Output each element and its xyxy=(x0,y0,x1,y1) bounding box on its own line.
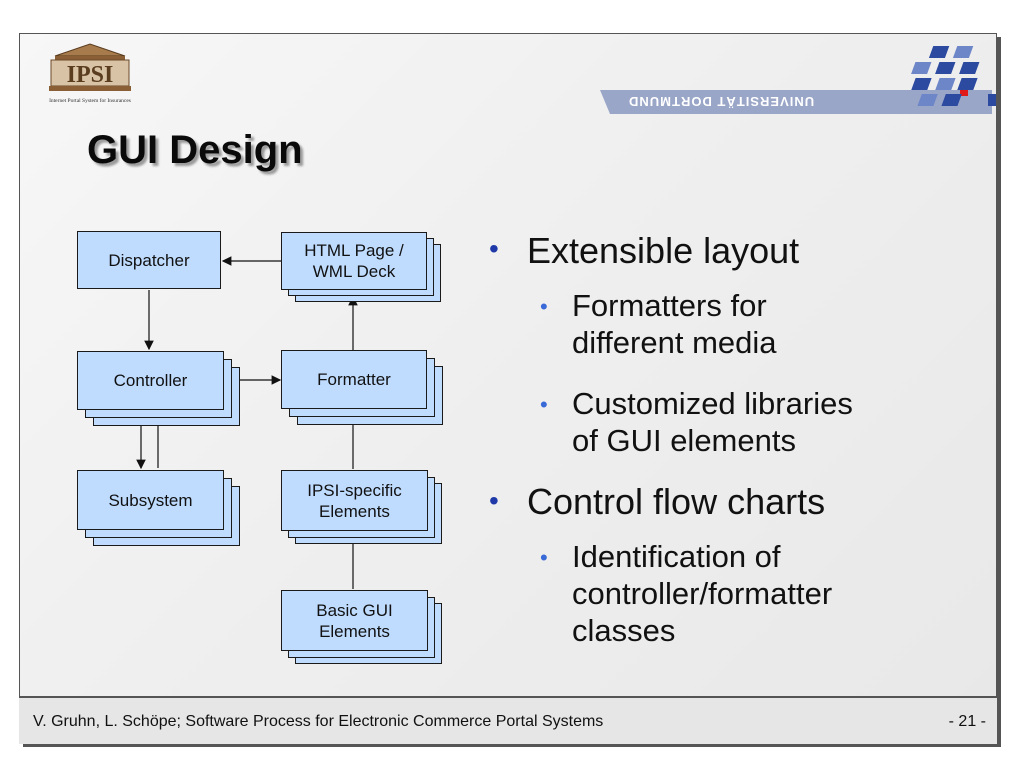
controller-label: Controller xyxy=(113,371,188,390)
formatter-label: Formatter xyxy=(317,370,391,389)
university-name: UNIVERSITÄT DORTMUND xyxy=(628,94,815,109)
sub-bullet-dot: • xyxy=(540,294,548,319)
footer-citation: V. Gruhn, L. Schöpe; Software Process fo… xyxy=(33,713,604,730)
svg-text:IPSI: IPSI xyxy=(67,62,114,88)
university-logo-icon xyxy=(911,46,996,106)
slide-title: GUI Design xyxy=(87,128,303,172)
sub-bullet-dot: • xyxy=(540,545,548,570)
bullet-dot: • xyxy=(489,485,499,516)
university-banner xyxy=(600,90,992,114)
html-page-label: HTML Page /WML Deck xyxy=(304,241,404,281)
html-page-box: HTML Page /WML Deck xyxy=(281,232,427,290)
dispatcher-box: Dispatcher xyxy=(77,231,221,289)
bullet-control-flow: Control flow charts xyxy=(527,481,826,522)
page-number: - 21 - xyxy=(948,713,986,730)
subsystem-box: Subsystem xyxy=(77,470,224,530)
footer-bar xyxy=(19,696,997,744)
ipsi-logo: IPSI Internet Portal System for Insuranc… xyxy=(49,43,131,104)
dispatcher-label: Dispatcher xyxy=(108,250,190,270)
subsystem-label: Subsystem xyxy=(108,490,193,510)
bullet-extensible-layout: Extensible layout xyxy=(527,230,800,271)
sub-bullet-dot: • xyxy=(540,392,548,417)
bullet-dot: • xyxy=(489,233,499,264)
formatter-box: Formatter xyxy=(281,350,427,409)
controller-box: Controller xyxy=(77,351,224,410)
svg-text:Internet Portal System for Ins: Internet Portal System for Insurances xyxy=(49,97,131,104)
